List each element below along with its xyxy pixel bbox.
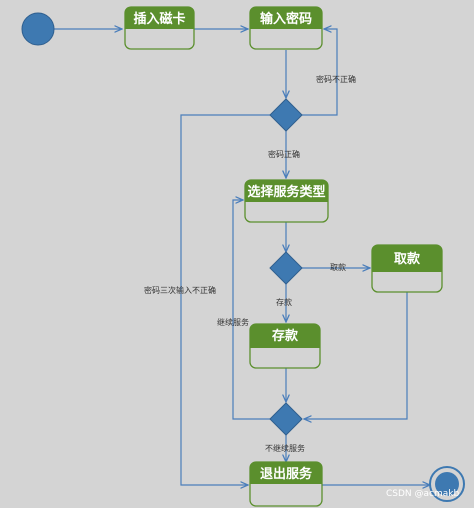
state-deposit: 存款 <box>249 323 321 369</box>
watermark: CSDN @acmakb <box>386 489 459 499</box>
state-exit-service: 退出服务 <box>249 461 323 507</box>
label-password-correct: 密码正确 <box>268 149 300 159</box>
state-withdraw-label: 取款 <box>394 251 421 267</box>
edge-decision1-to-exit <box>180 114 270 485</box>
state-deposit-label: 存款 <box>272 328 299 344</box>
edge-decision1-retry <box>302 29 338 116</box>
state-enter-password: 输入密码 <box>249 6 323 50</box>
state-select-service: 选择服务类型 <box>244 179 329 223</box>
decision-service <box>269 251 303 285</box>
decision-continue <box>269 402 303 436</box>
decision-password <box>269 98 303 132</box>
state-insert-card: 插入磁卡 <box>124 6 195 50</box>
label-stop-service: 不继续服务 <box>265 443 305 453</box>
label-deposit-choice: 存款 <box>276 297 292 307</box>
label-withdraw-choice: 取款 <box>330 262 346 272</box>
end-node <box>429 466 465 502</box>
state-select-service-label: 选择服务类型 <box>247 184 325 200</box>
label-password-incorrect: 密码不正确 <box>316 74 356 84</box>
edge-withdraw-to-decision3 <box>304 292 408 419</box>
state-exit-service-label: 退出服务 <box>260 466 313 482</box>
state-withdraw: 取款 <box>371 244 443 293</box>
state-insert-card-label: 插入磁卡 <box>133 11 185 27</box>
connectors <box>54 29 430 485</box>
state-enter-password-label: 输入密码 <box>260 11 312 27</box>
start-node <box>21 12 55 46</box>
edge-decision3-continue <box>232 200 270 420</box>
label-continue-service: 继续服务 <box>217 317 249 327</box>
label-three-wrong: 密码三次输入不正确 <box>144 285 216 295</box>
